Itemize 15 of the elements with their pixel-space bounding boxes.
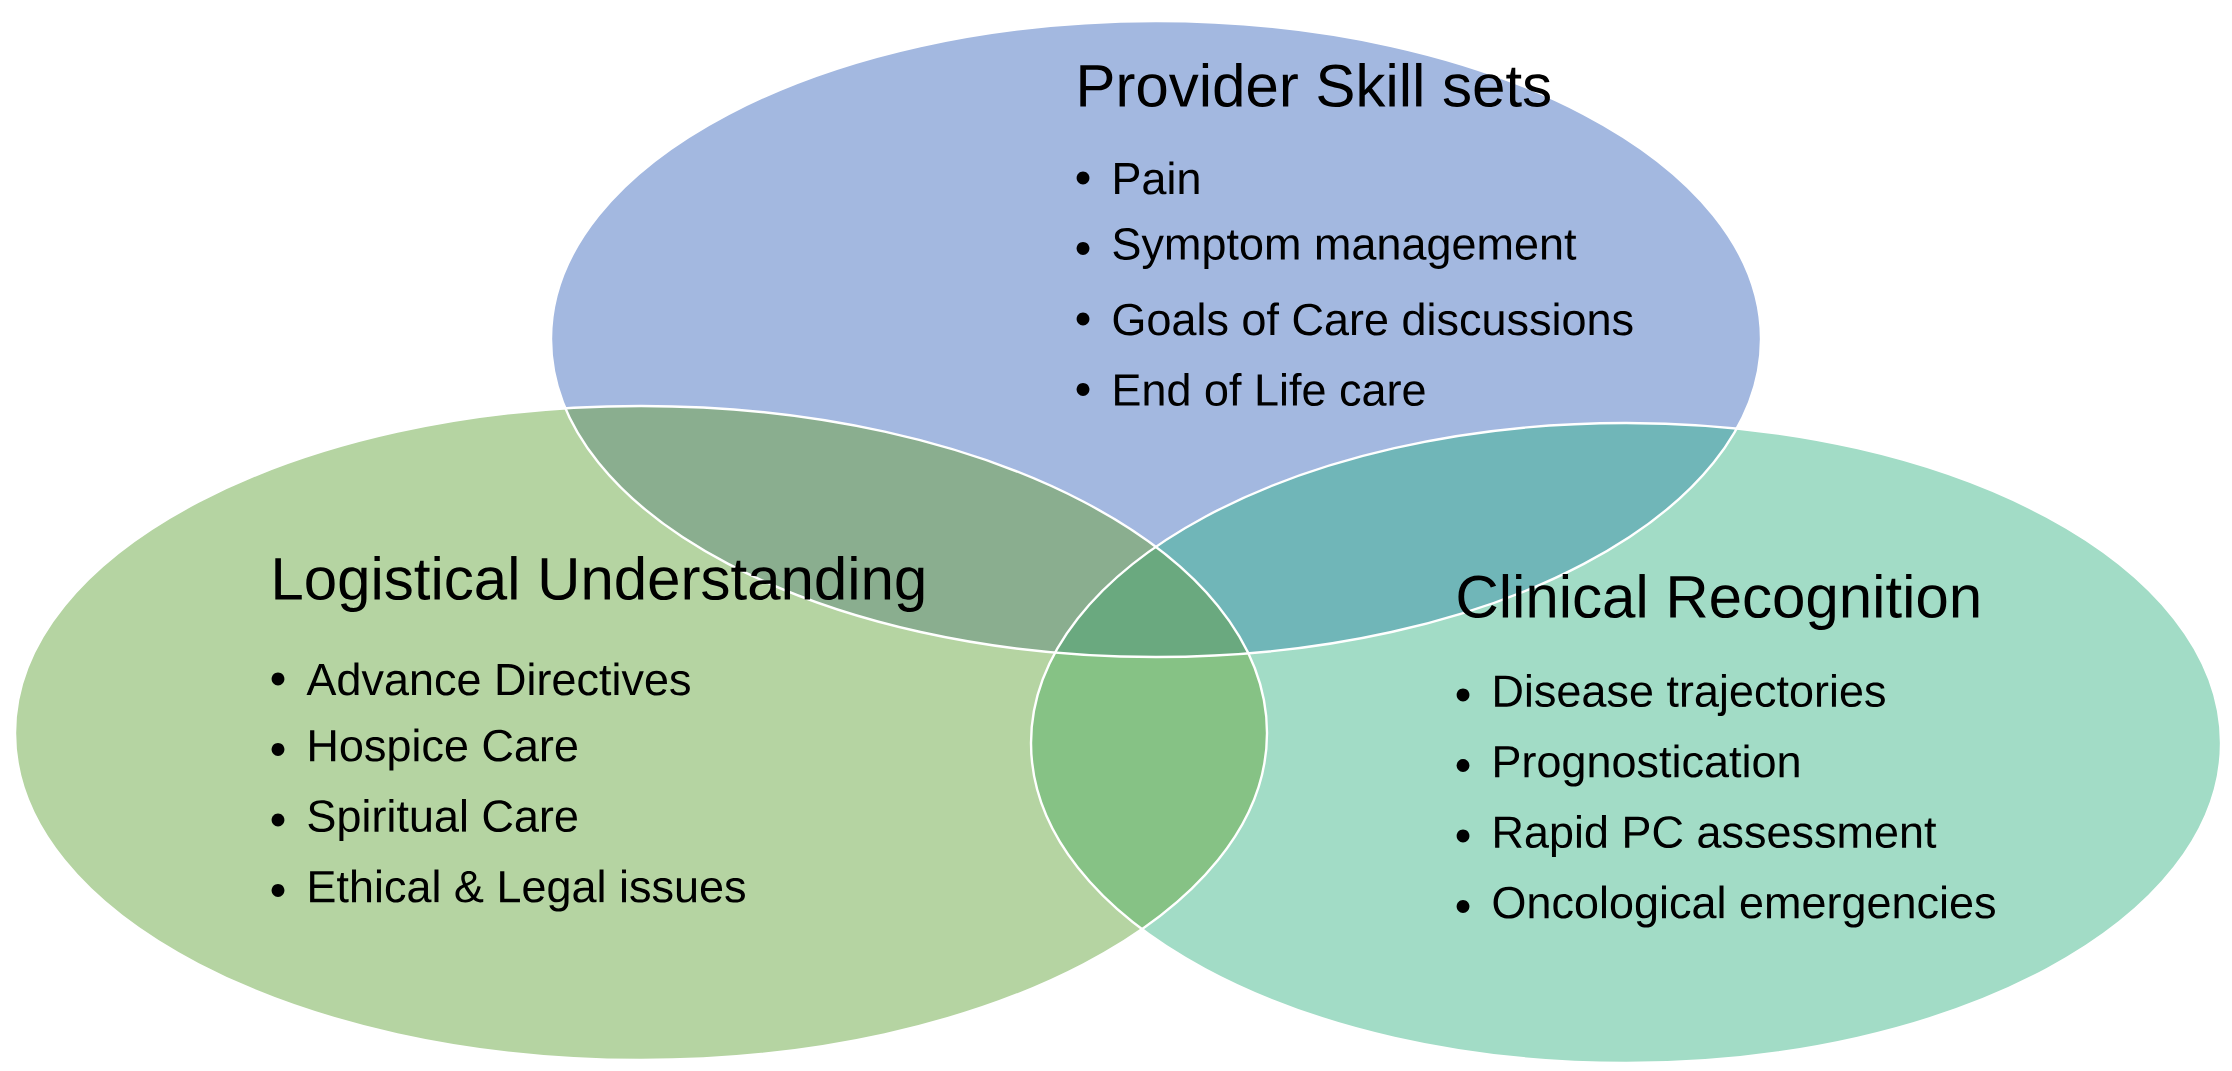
bullet-item: Oncological emergencies <box>1493 885 1995 928</box>
heading: Clinical Recognition <box>1458 574 1979 630</box>
bullet-item: Rapid PC assessment <box>1495 815 1937 857</box>
bullet-item: Spiritual Care <box>308 799 577 841</box>
bullet-item: Disease trajectories <box>1495 674 1885 716</box>
bullet-item: Goals of Care discussions <box>1113 302 1633 336</box>
bullet-item: End of Life care <box>1115 372 1425 406</box>
bullet-item: Hospice Care <box>310 728 577 771</box>
heading: Logistical Understanding <box>275 556 924 612</box>
bullet-item: Symptom management <box>1113 228 1577 269</box>
bullet-item: Advance Directives <box>306 662 690 696</box>
bullet-item: Ethical & Legal issues <box>310 869 745 912</box>
heading: Provider Skill sets <box>1080 62 1550 108</box>
bullet-item: Pain <box>1115 161 1199 195</box>
bullet-item: Prognostication <box>1495 744 1799 787</box>
